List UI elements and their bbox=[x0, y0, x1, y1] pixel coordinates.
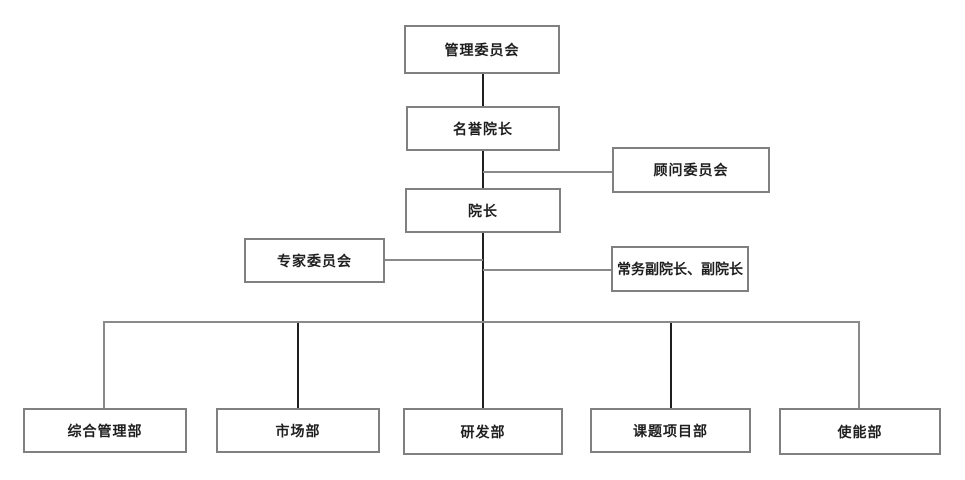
drop-line-general-management bbox=[103, 321, 105, 408]
trunk-line-middle bbox=[482, 151, 484, 188]
node-label: 顾问委员会 bbox=[653, 162, 729, 178]
node-label: 名誉院长 bbox=[453, 120, 513, 137]
node-label: 市场部 bbox=[275, 422, 321, 439]
node-label: 研发部 bbox=[460, 423, 506, 440]
node-dept-rnd[interactable]: 研发部 bbox=[403, 408, 563, 455]
node-label: 课题项目部 bbox=[633, 422, 708, 439]
node-expert-committee[interactable]: 专家委员会 bbox=[244, 238, 385, 283]
node-vice-deans[interactable]: 常务副院长、副院长 bbox=[611, 246, 749, 292]
node-dept-general-management[interactable]: 综合管理部 bbox=[23, 408, 187, 453]
connector-vice-deans bbox=[483, 269, 611, 271]
node-label: 常务副院长、副院长 bbox=[617, 261, 743, 277]
node-label: 管理委员会 bbox=[444, 41, 520, 58]
trunk-line-bottom bbox=[482, 233, 484, 408]
drop-line-marketing bbox=[297, 323, 299, 408]
connector-expert-committee bbox=[384, 259, 483, 261]
trunk-line-top bbox=[482, 74, 484, 106]
node-dean[interactable]: 院长 bbox=[405, 188, 561, 233]
connector-advisory-committee bbox=[483, 171, 612, 173]
node-advisory-committee[interactable]: 顾问委员会 bbox=[612, 147, 770, 193]
node-label: 综合管理部 bbox=[67, 422, 143, 439]
node-dept-enablement[interactable]: 使能部 bbox=[779, 408, 941, 455]
node-dept-marketing[interactable]: 市场部 bbox=[216, 408, 380, 453]
node-honorary-dean[interactable]: 名誉院长 bbox=[406, 106, 560, 151]
node-label: 使能部 bbox=[837, 423, 883, 440]
node-label: 院长 bbox=[468, 202, 498, 219]
drop-line-projects bbox=[670, 323, 672, 408]
node-dept-projects[interactable]: 课题项目部 bbox=[590, 408, 751, 453]
distribution-rail bbox=[103, 321, 860, 323]
drop-line-enablement bbox=[858, 321, 860, 408]
node-label: 专家委员会 bbox=[277, 252, 352, 269]
node-management-committee[interactable]: 管理委员会 bbox=[404, 25, 560, 74]
